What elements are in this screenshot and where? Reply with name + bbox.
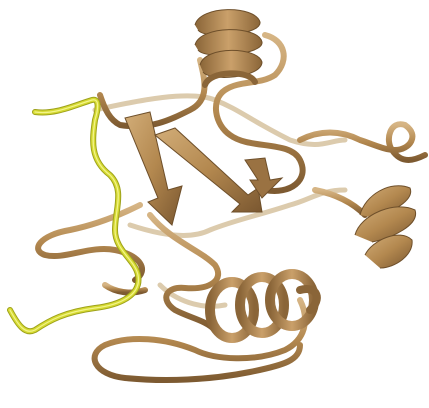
alpha-helix-top: [195, 10, 262, 85]
loop-left-mid: [38, 205, 142, 280]
loop-right-mid: [315, 190, 365, 215]
alpha-helix-right: [355, 186, 416, 268]
beta-strands: [125, 112, 282, 225]
loop-top-left: [100, 60, 204, 126]
peptide-chain: [10, 100, 138, 332]
